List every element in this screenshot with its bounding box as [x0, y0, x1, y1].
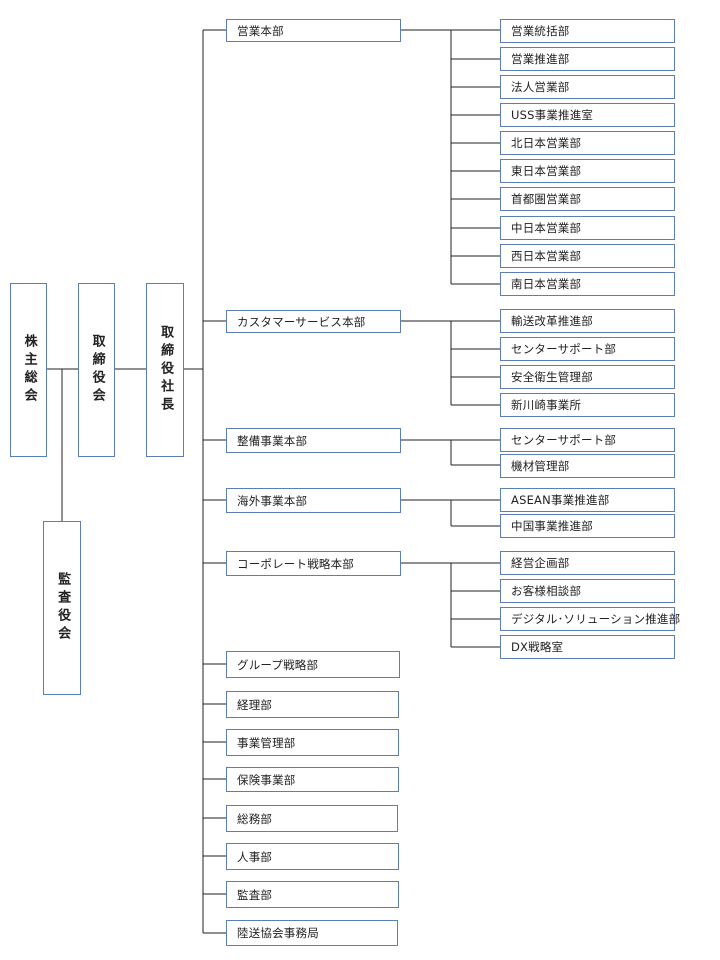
department-label: 陸送協会事務局: [237, 926, 319, 940]
section-box: DX戦略室: [500, 635, 675, 659]
auditors-board-label: 監査役会: [55, 572, 71, 644]
section-box: ASEAN事業推進部: [500, 488, 675, 512]
section-box: 営業推進部: [500, 47, 675, 71]
section-box: 南日本営業部: [500, 272, 675, 296]
department-label: 総務部: [237, 811, 273, 826]
section-label: 南日本営業部: [511, 277, 582, 291]
shareholders-meeting-label: 株主総会: [21, 334, 37, 406]
section-box: 安全衛生管理部: [500, 365, 675, 389]
section-label: 営業推進部: [511, 52, 570, 66]
section-label: 東日本営業部: [511, 164, 582, 178]
section-box: 営業統括部: [500, 19, 675, 43]
auditors-board-box: 監査役会: [43, 521, 81, 695]
department-box: 総務部: [226, 805, 398, 832]
department-label: グループ戦略部: [237, 657, 319, 672]
section-label: ASEAN事業推進部: [511, 493, 610, 507]
president-box: 取締役社長: [146, 283, 184, 457]
department-label: 事業管理部: [237, 735, 296, 750]
section-label: DX戦略室: [511, 640, 564, 654]
department-box: 監査部: [226, 881, 399, 908]
section-box: 首都圏営業部: [500, 187, 675, 211]
division-box: 整備事業本部: [226, 428, 401, 453]
section-box: 西日本営業部: [500, 244, 675, 268]
section-label: センターサポート部: [511, 433, 617, 447]
section-label: 法人営業部: [511, 80, 570, 94]
shareholders-meeting-box: 株主総会: [10, 283, 47, 457]
section-label: 中日本営業部: [511, 221, 582, 235]
department-label: 監査部: [237, 887, 273, 902]
section-box: 北日本営業部: [500, 131, 675, 155]
department-box: 陸送協会事務局: [226, 920, 398, 946]
section-label: 新川崎事業所: [511, 398, 582, 412]
section-box: 中日本営業部: [500, 216, 675, 240]
section-box: 新川崎事業所: [500, 393, 675, 417]
department-box: 保険事業部: [226, 767, 399, 792]
section-label: お客様相談部: [511, 584, 582, 598]
section-box: 機材管理部: [500, 454, 675, 478]
section-label: センターサポート部: [511, 342, 617, 356]
division-box: 営業本部: [226, 19, 401, 42]
division-box: コーポレート戦略本部: [226, 551, 401, 576]
department-box: グループ戦略部: [226, 651, 400, 678]
section-box: 経営企画部: [500, 551, 675, 575]
division-label: 整備事業本部: [237, 433, 308, 448]
section-box: センターサポート部: [500, 337, 675, 361]
department-box: 事業管理部: [226, 729, 399, 756]
section-label: 輸送改革推進部: [511, 314, 593, 328]
department-box: 人事部: [226, 843, 399, 870]
section-label: 営業統括部: [511, 24, 570, 38]
section-label: 安全衛生管理部: [511, 370, 593, 384]
division-label: 営業本部: [237, 23, 284, 38]
department-label: 保険事業部: [237, 772, 296, 787]
board-of-directors-label: 取締役会: [89, 334, 105, 406]
section-label: 経営企画部: [511, 556, 570, 570]
section-box: センターサポート部: [500, 428, 675, 452]
section-label: USS事業推進室: [511, 108, 594, 122]
board-of-directors-box: 取締役会: [78, 283, 115, 457]
division-box: カスタマーサービス本部: [226, 310, 401, 333]
division-label: 海外事業本部: [237, 493, 308, 508]
section-label: 機材管理部: [511, 459, 570, 473]
department-label: 人事部: [237, 849, 273, 864]
section-box: デジタル･ソリューション推進部: [500, 607, 680, 631]
president-label: 取締役社長: [158, 325, 174, 415]
section-box: 中国事業推進部: [500, 514, 675, 538]
division-box: 海外事業本部: [226, 488, 401, 513]
section-box: 法人営業部: [500, 75, 675, 99]
section-label: デジタル･ソリューション推進部: [511, 612, 681, 626]
department-box: 経理部: [226, 691, 399, 718]
section-box: お客様相談部: [500, 579, 675, 603]
section-box: 東日本営業部: [500, 159, 675, 183]
division-label: カスタマーサービス本部: [237, 314, 366, 329]
section-label: 西日本営業部: [511, 249, 582, 263]
section-label: 中国事業推進部: [511, 519, 593, 533]
department-label: 経理部: [237, 697, 273, 712]
section-box: 輸送改革推進部: [500, 309, 675, 333]
section-box: USS事業推進室: [500, 103, 675, 127]
division-label: コーポレート戦略本部: [237, 556, 354, 571]
section-label: 北日本営業部: [511, 136, 582, 150]
section-label: 首都圏営業部: [511, 192, 582, 206]
